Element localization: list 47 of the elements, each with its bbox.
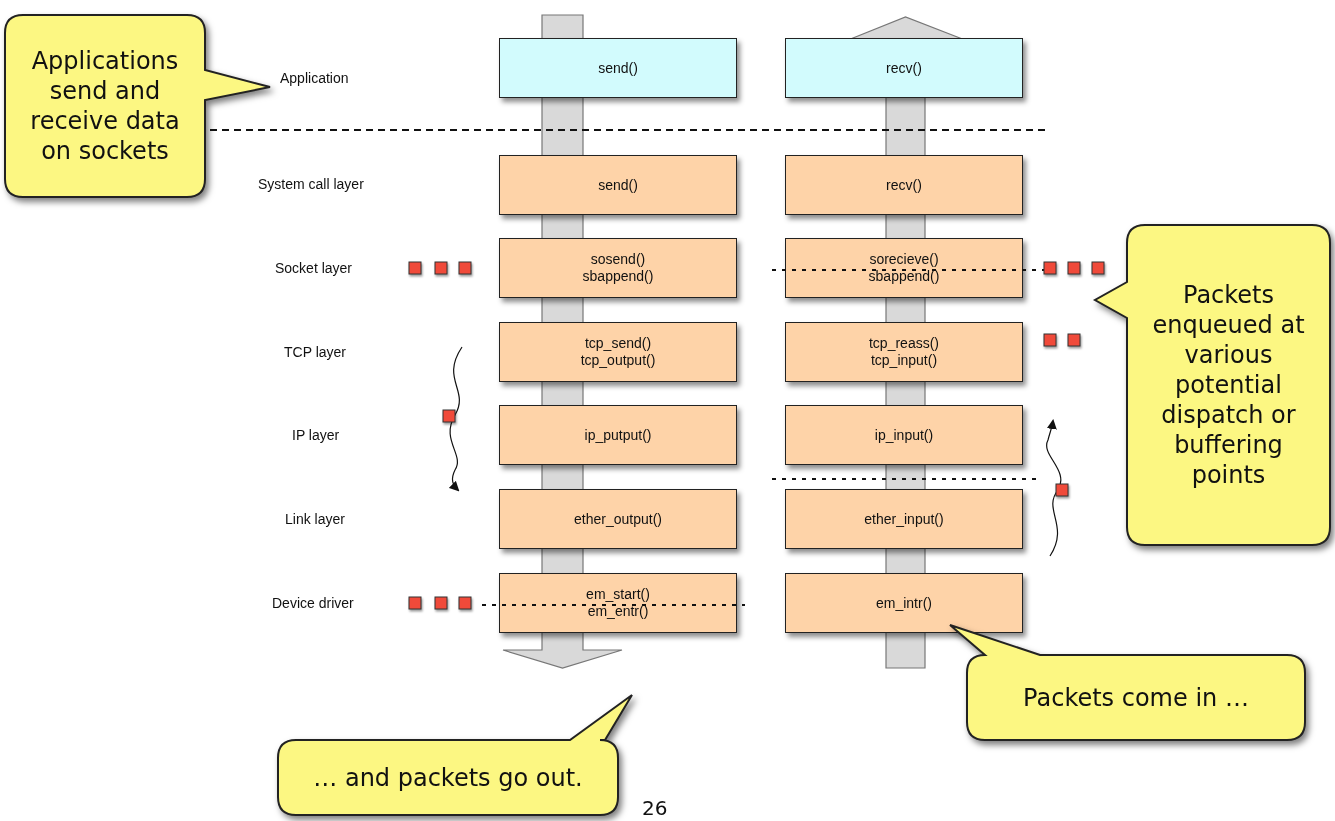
function-name: send(): [598, 59, 638, 77]
function-name: tcp_send(): [584, 335, 652, 352]
function-box: [785, 322, 1023, 382]
function-box: [785, 405, 1023, 465]
function-name: ether_input(): [864, 510, 944, 528]
function-box: [499, 238, 737, 298]
function-name: sosend(): [590, 251, 646, 268]
function-name: recv(): [886, 176, 922, 194]
function-box: [785, 489, 1023, 549]
function-box: [785, 38, 1023, 98]
function-name: ip_input(): [874, 426, 934, 444]
function-name: ether_output(): [574, 510, 662, 528]
function-name: sbappend(): [582, 268, 654, 285]
function-name: tcp_reass(): [869, 335, 939, 352]
layer-label: Device driver: [272, 595, 354, 611]
layer-label: TCP layer: [284, 344, 346, 360]
layer-label: System call layer: [258, 176, 364, 192]
callout-text: … and packets go out.: [313, 762, 583, 793]
speech-bubble: [1095, 225, 1330, 545]
function-box: [785, 155, 1023, 215]
function-box: [499, 405, 737, 465]
function-name: ip_putput(): [584, 426, 652, 444]
function-box: [499, 38, 737, 98]
callout-text: Applications send and receive data on sockets: [29, 46, 181, 166]
layer-label: IP layer: [292, 427, 340, 443]
function-box: [785, 573, 1023, 633]
function-name: send(): [598, 176, 638, 194]
function-name: tcp_output(): [580, 352, 656, 369]
function-name: em_start(): [586, 586, 650, 603]
layer-label: Link layer: [285, 511, 345, 527]
function-name: em_intr(): [876, 594, 932, 612]
function-box: [499, 322, 737, 382]
callout-text: Packets come in …: [1023, 682, 1249, 713]
page-number: 26: [642, 796, 668, 820]
function-name: tcp_input(): [870, 352, 938, 369]
callout-text: Packets enqueued at various potential dispatch or buffering points: [1151, 280, 1306, 490]
function-box: [785, 238, 1023, 298]
function-name: recv(): [886, 59, 922, 77]
function-name: em_entr(): [587, 603, 649, 620]
function-name: sorecieve(): [869, 251, 939, 268]
function-box: [499, 489, 737, 549]
speech-bubble: [278, 695, 632, 815]
function-box: [499, 155, 737, 215]
speech-bubble: [950, 625, 1305, 740]
function-box: [499, 573, 737, 633]
function-name: sbappend(): [868, 268, 940, 285]
layer-label: Socket layer: [275, 260, 353, 276]
